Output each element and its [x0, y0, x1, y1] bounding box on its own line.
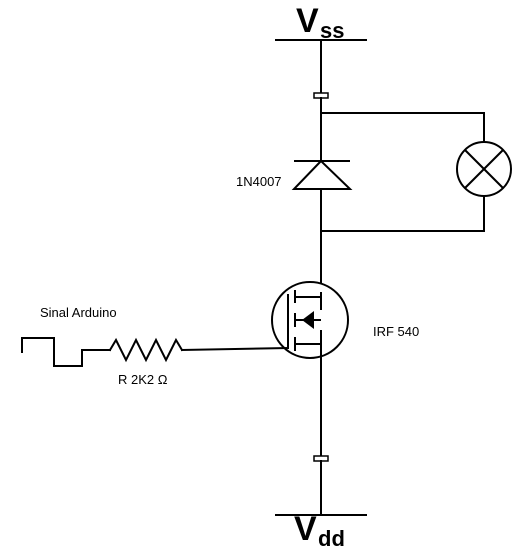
mosfet-label: IRF 540 — [373, 324, 419, 339]
vss-label: V — [296, 2, 319, 40]
resistor-label: R 2K2 Ω — [118, 372, 168, 387]
vdd-subscript: dd — [318, 526, 345, 551]
vdd-terminal: V dd — [275, 510, 367, 551]
lamp-branch — [320, 112, 512, 232]
diode-label: 1N4007 — [236, 174, 282, 189]
resistor-icon — [108, 337, 184, 363]
gate-wire — [180, 346, 290, 352]
signal-label: Sinal Arduino — [40, 305, 117, 320]
bottom-connection — [313, 343, 329, 516]
square-wave-icon — [21, 337, 83, 367]
top-connection — [313, 39, 329, 161]
diode-icon — [291, 159, 353, 190]
n-channel-mosfet-icon — [271, 281, 349, 359]
vss-terminal: V ss — [275, 2, 367, 43]
vss-subscript: ss — [320, 18, 344, 43]
vdd-label: V — [294, 510, 317, 548]
lamp-icon — [456, 141, 512, 197]
